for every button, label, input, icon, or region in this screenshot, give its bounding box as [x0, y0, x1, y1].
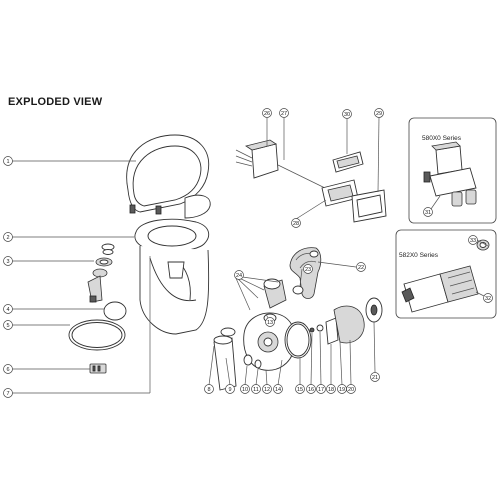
flange-parts: [87, 243, 115, 303]
svg-text:19: 19: [339, 387, 345, 393]
callout-30: 30: [342, 109, 352, 119]
solenoid-valve: [423, 141, 477, 207]
callout-12: 12: [262, 384, 272, 394]
callout-9: 9: [225, 384, 235, 394]
clamp-ring: [68, 301, 127, 351]
leader-lines: [12, 116, 489, 394]
svg-text:6: 6: [6, 367, 9, 373]
series-582x0-label: 582X0 Series: [399, 252, 439, 259]
pump-housing: [243, 312, 296, 371]
svg-text:7: 7: [6, 391, 9, 397]
callout-5: 5: [3, 320, 13, 330]
diagram-title: EXPLODED VIEW: [8, 96, 103, 108]
callout-26: 26: [262, 108, 272, 118]
svg-text:5: 5: [6, 323, 9, 329]
callout-4: 4: [3, 304, 13, 314]
svg-text:11: 11: [253, 387, 259, 393]
svg-text:3: 3: [6, 259, 9, 265]
svg-text:31: 31: [425, 210, 431, 216]
callout-28: 28: [291, 218, 301, 228]
callout-27: 27: [279, 108, 289, 118]
callout-7: 7: [3, 388, 13, 398]
svg-text:22: 22: [358, 265, 364, 271]
callout-18: 18: [326, 384, 336, 394]
cover-plate-29: [351, 189, 387, 223]
callout-8: 8: [204, 384, 214, 394]
series-580x0-label: 580X0 Series: [422, 135, 462, 142]
callout-29: 29: [374, 108, 384, 118]
callout-19: 19: [337, 384, 347, 394]
svg-text:29: 29: [376, 111, 382, 117]
svg-text:28: 28: [293, 221, 299, 227]
svg-text:26: 26: [264, 111, 270, 117]
svg-text:33: 33: [470, 238, 476, 244]
svg-text:15: 15: [297, 387, 303, 393]
svg-text:12: 12: [264, 387, 270, 393]
callout-11: 11: [251, 384, 261, 394]
svg-text:27: 27: [281, 111, 287, 117]
callout-6: 6: [3, 364, 13, 374]
callout-23: 23: [303, 264, 313, 274]
svg-text:17: 17: [318, 387, 324, 393]
svg-text:21: 21: [372, 375, 378, 381]
toilet-bowl: [139, 246, 210, 335]
toilet-seat-ring: [134, 218, 210, 252]
cover-plate-30: [332, 151, 364, 173]
pump-gasket: [284, 321, 312, 359]
inlet-elbow: [213, 327, 237, 391]
svg-text:18: 18: [328, 387, 334, 393]
callout-33: 33: [468, 235, 478, 245]
callout-2: 2: [3, 232, 13, 242]
toilet-lid: [126, 134, 211, 219]
svg-text:32: 32: [485, 296, 491, 302]
impeller-parts: [309, 305, 365, 345]
svg-text:1: 1: [6, 159, 9, 165]
callout-13: 13: [265, 317, 275, 327]
svg-text:23: 23: [305, 267, 311, 273]
svg-text:8: 8: [207, 387, 210, 393]
svg-text:13: 13: [267, 320, 273, 326]
cable-connector: [89, 363, 107, 374]
callout-20: 20: [346, 384, 356, 394]
svg-text:24: 24: [236, 273, 242, 279]
callout-3: 3: [3, 256, 13, 266]
water-pump: [401, 239, 490, 313]
callout-22: 22: [356, 262, 366, 272]
callout-31: 31: [423, 207, 433, 217]
callout-17: 17: [316, 384, 326, 394]
svg-text:20: 20: [348, 387, 354, 393]
callout-16: 16: [306, 384, 316, 394]
svg-text:2: 2: [6, 235, 9, 241]
pump-motor: [365, 297, 383, 323]
svg-text:16: 16: [308, 387, 314, 393]
svg-text:14: 14: [275, 387, 281, 393]
hinge-screws: [129, 204, 162, 215]
callout-1: 1: [3, 156, 13, 166]
svg-text:10: 10: [242, 387, 248, 393]
elbow-connector: [263, 278, 287, 309]
svg-text:9: 9: [228, 387, 231, 393]
control-box: [235, 139, 326, 189]
svg-text:30: 30: [344, 112, 350, 118]
callout-10: 10: [240, 384, 250, 394]
callout-24: 24: [234, 270, 244, 280]
control-switch: [321, 179, 359, 207]
svg-text:4: 4: [6, 307, 9, 313]
callout-14: 14: [273, 384, 283, 394]
callout-32: 32: [483, 293, 493, 303]
callout-15: 15: [295, 384, 305, 394]
callout-21: 21: [370, 372, 380, 382]
